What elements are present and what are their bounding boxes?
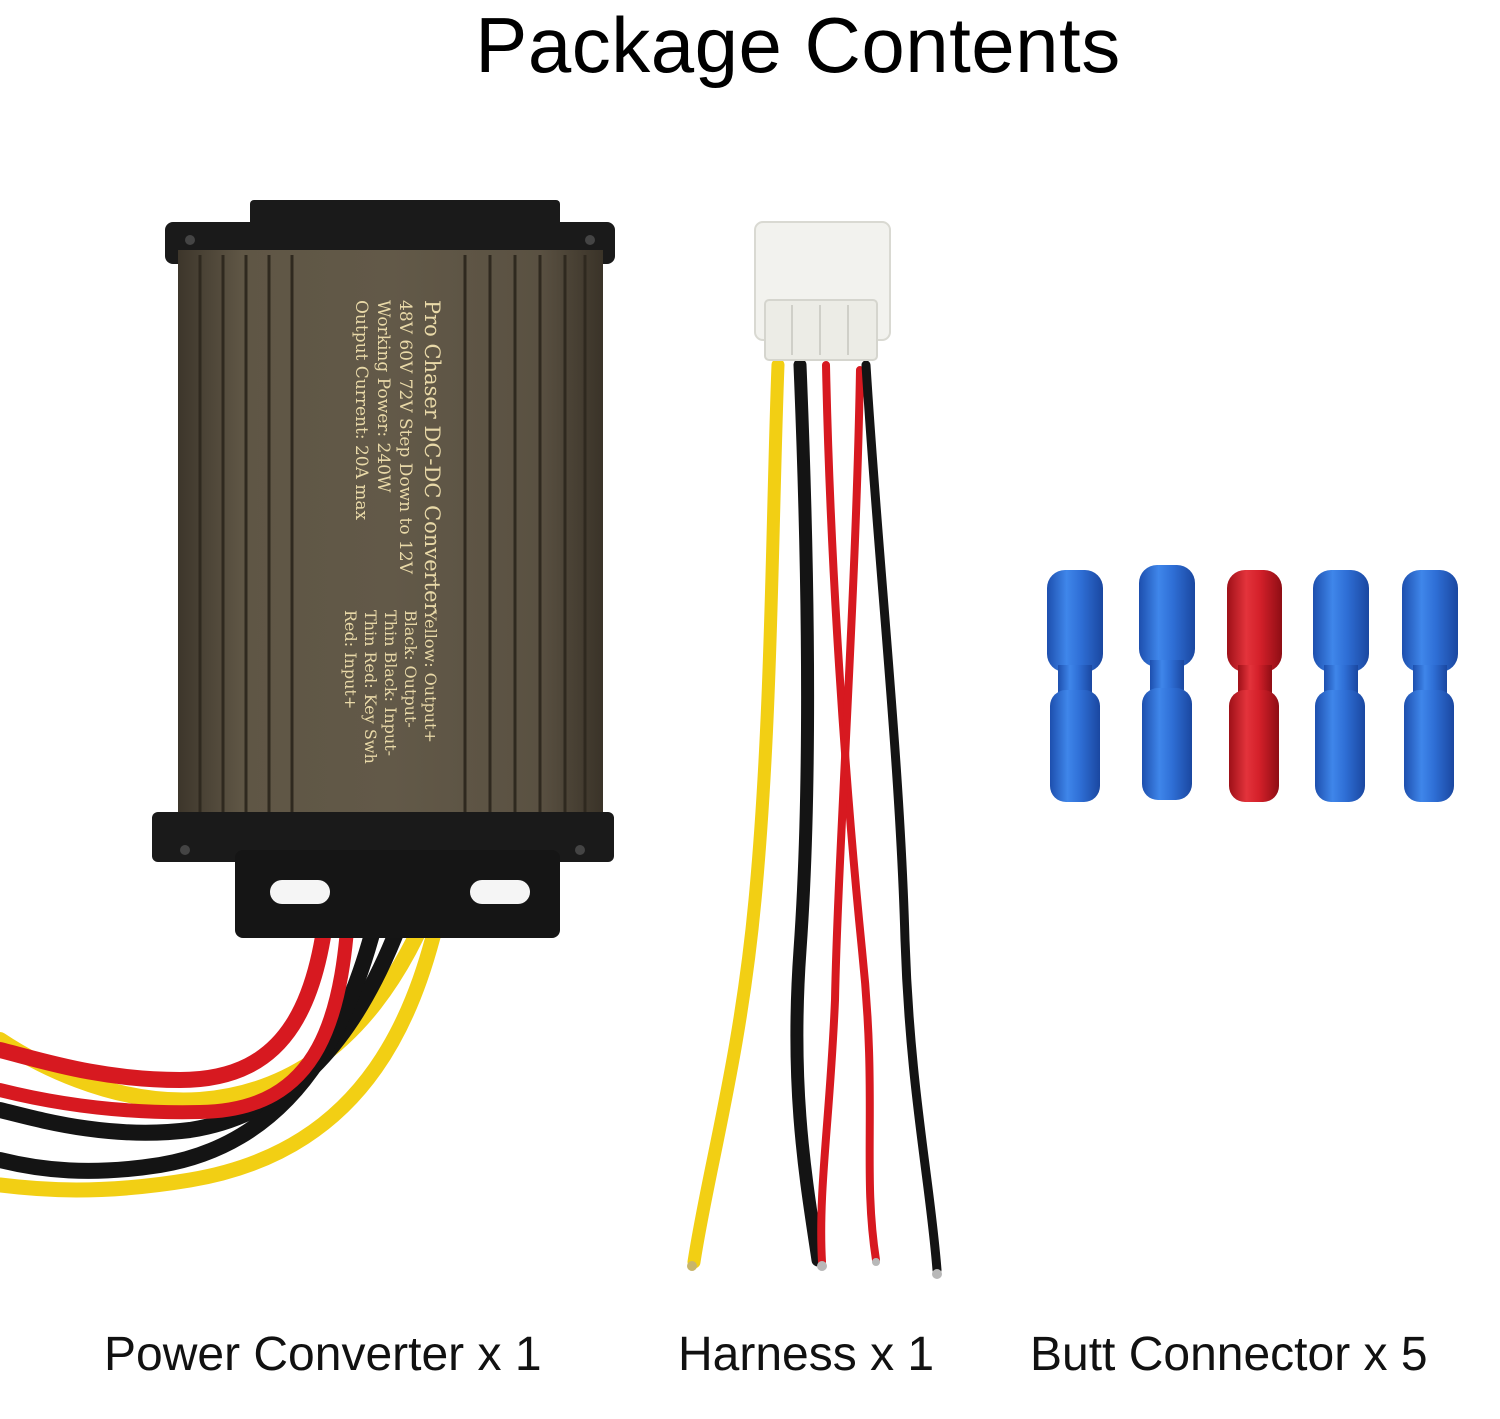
converter-mount-bracket [235,850,560,938]
converter-bottom-cap [152,812,614,862]
butt-connector-4 [1313,570,1369,802]
page-title: Package Contents [475,1,1121,89]
screw-2 [575,845,585,855]
label-power: Working Power: 240W [373,300,393,493]
label-voltage: 48V 60V 72V Step Down to 12V [395,300,415,575]
converter-wire-red-1 [0,872,338,1089]
label-wire-thin-red: Thin Red: Key Swh [361,610,380,764]
converter-wire-red-2 [0,873,357,1120]
harness [687,221,942,1279]
converter-fins [198,255,587,822]
label-brand: Pro Chaser DC-DC Converter [420,300,444,614]
harness-wire-red-thin [822,361,880,1264]
converter-body [178,250,603,828]
caption-butt-connector: Butt Connector x 5 [1030,1328,1428,1381]
butt-connector-5 [1402,570,1458,802]
converter-wire-yellow-2 [0,877,453,1198]
screw-3 [185,235,195,245]
mount-slot-left [270,880,330,904]
label-wire-red: Red: Input+ [341,610,360,709]
converter-wire-black-1 [0,872,423,1141]
harness-wire-yellow [687,358,785,1269]
screw-1 [180,845,190,855]
caption-power-converter: Power Converter x 1 [104,1328,542,1381]
power-converter: Pro Chaser DC-DC Converter 48V 60V 72V S… [152,200,615,938]
label-wire-yellow: Yellow: Output+ [421,609,440,743]
butt-connectors [1047,565,1458,802]
caption-harness: Harness x 1 [678,1328,935,1381]
converter-top-clip [250,200,560,228]
label-wire-black: Black: Output- [401,610,420,728]
wire-tip-3 [872,1258,880,1266]
mount-slot-right [470,880,530,904]
harness-wire-red-thin-2 [817,366,864,1266]
harness-wire-black-thin [861,360,942,1275]
butt-connector-2 [1139,565,1195,800]
converter-wire-black-2 [0,872,393,1179]
wire-tip-2 [817,1261,827,1271]
label-current: Output Current: 20A max [351,300,371,521]
label-wire-thin-black: Thin Black: Input- [381,610,400,756]
wire-tip-1 [687,1261,697,1271]
converter-label: Pro Chaser DC-DC Converter 48V 60V 72V S… [341,300,444,764]
converter-wires [0,872,453,1198]
wire-tip-4 [932,1269,942,1279]
butt-connector-1 [1047,570,1103,802]
butt-connector-3-red [1227,570,1282,802]
screw-4 [585,235,595,245]
harness-wire-black [790,358,825,1267]
